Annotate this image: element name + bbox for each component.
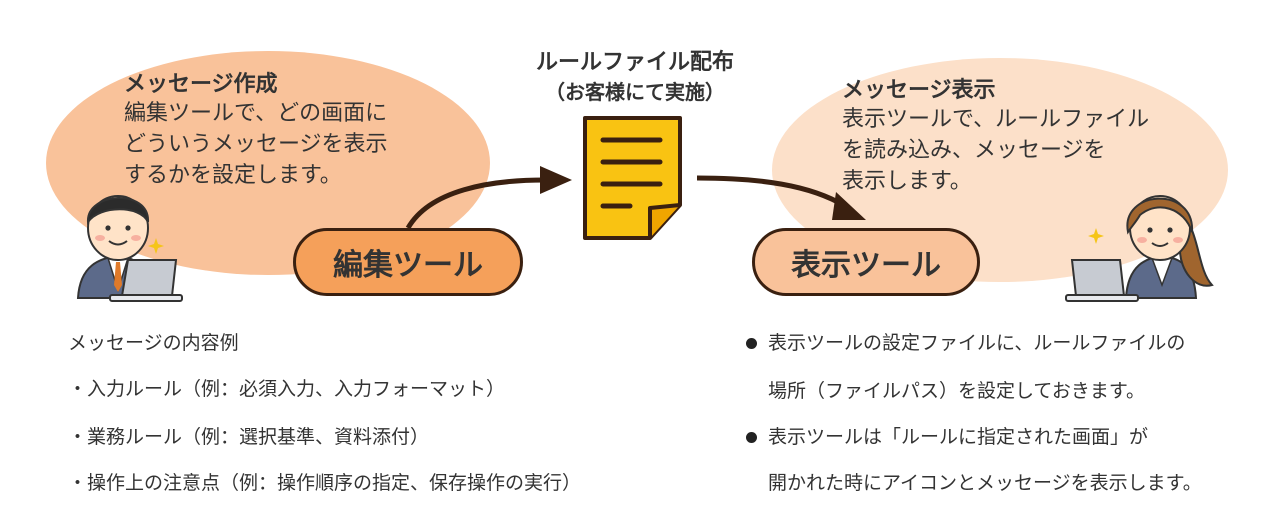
right-speech-blob xyxy=(772,58,1228,282)
laptop-icon xyxy=(109,259,183,302)
bullet-icon xyxy=(746,432,757,443)
right-blob-text: メッセージ表示 表示ツールで、ルールファイル を読み込み、メッセージを 表示しま… xyxy=(842,72,1149,197)
left-speech-blob xyxy=(46,51,490,275)
left-blob-title: メッセージ作成 xyxy=(124,72,278,97)
document-icon xyxy=(583,116,682,240)
right-list-line: 場所（ファイルパス）を設定しておきます。 xyxy=(768,380,1145,402)
right-list-line: 表示ツールの設定ファイルに、ルールファイルの xyxy=(768,332,1186,354)
right-list-line: 表示ツールは「ルールに指定された画面」が xyxy=(768,426,1149,448)
display-tool-pill: 表示ツール xyxy=(752,228,980,296)
distribution-subtitle: （お客様にて実施） xyxy=(545,80,725,104)
arrow-icon xyxy=(405,166,572,230)
left-list-item: ・操作上の注意点（例：操作順序の指定、保存操作の実行） xyxy=(68,472,582,494)
right-list-line: 開かれた時にアイコンとメッセージを表示します。 xyxy=(768,472,1202,494)
distribution-title: ルールファイル配布 xyxy=(535,50,734,75)
right-blob-line: を読み込み、メッセージを xyxy=(842,138,1106,163)
sparkle-icon xyxy=(1088,228,1104,244)
edit-tool-pill: 編集ツール xyxy=(293,228,523,296)
left-blob-line: するかを設定します。 xyxy=(124,163,342,188)
bullet-icon xyxy=(746,338,757,349)
right-blob-line: 表示ツールで、ルールファイル xyxy=(842,107,1150,132)
distribution-label: ルールファイル配布 （お客様にて実施） xyxy=(510,44,760,105)
right-blob-title: メッセージ表示 xyxy=(842,78,996,103)
left-blob-text: メッセージ作成 編集ツールで、どの画面に どういうメッセージを表示 するかを設定… xyxy=(124,66,388,191)
businesswoman-icon xyxy=(1124,195,1214,299)
left-blob-line: 編集ツールで、どの画面に xyxy=(124,101,388,126)
right-blob-line: 表示します。 xyxy=(842,169,972,194)
left-blob-line: どういうメッセージを表示 xyxy=(124,132,388,157)
left-list-heading: メッセージの内容例 xyxy=(68,332,239,354)
laptop-icon xyxy=(1065,259,1139,302)
left-list-item: ・業務ルール（例：選択基準、資料添付） xyxy=(68,426,430,448)
left-list-item: ・入力ルール（例：必須入力、入力フォーマット） xyxy=(68,378,506,400)
arrow-icon xyxy=(696,175,866,220)
sparkle-icon xyxy=(148,238,164,254)
